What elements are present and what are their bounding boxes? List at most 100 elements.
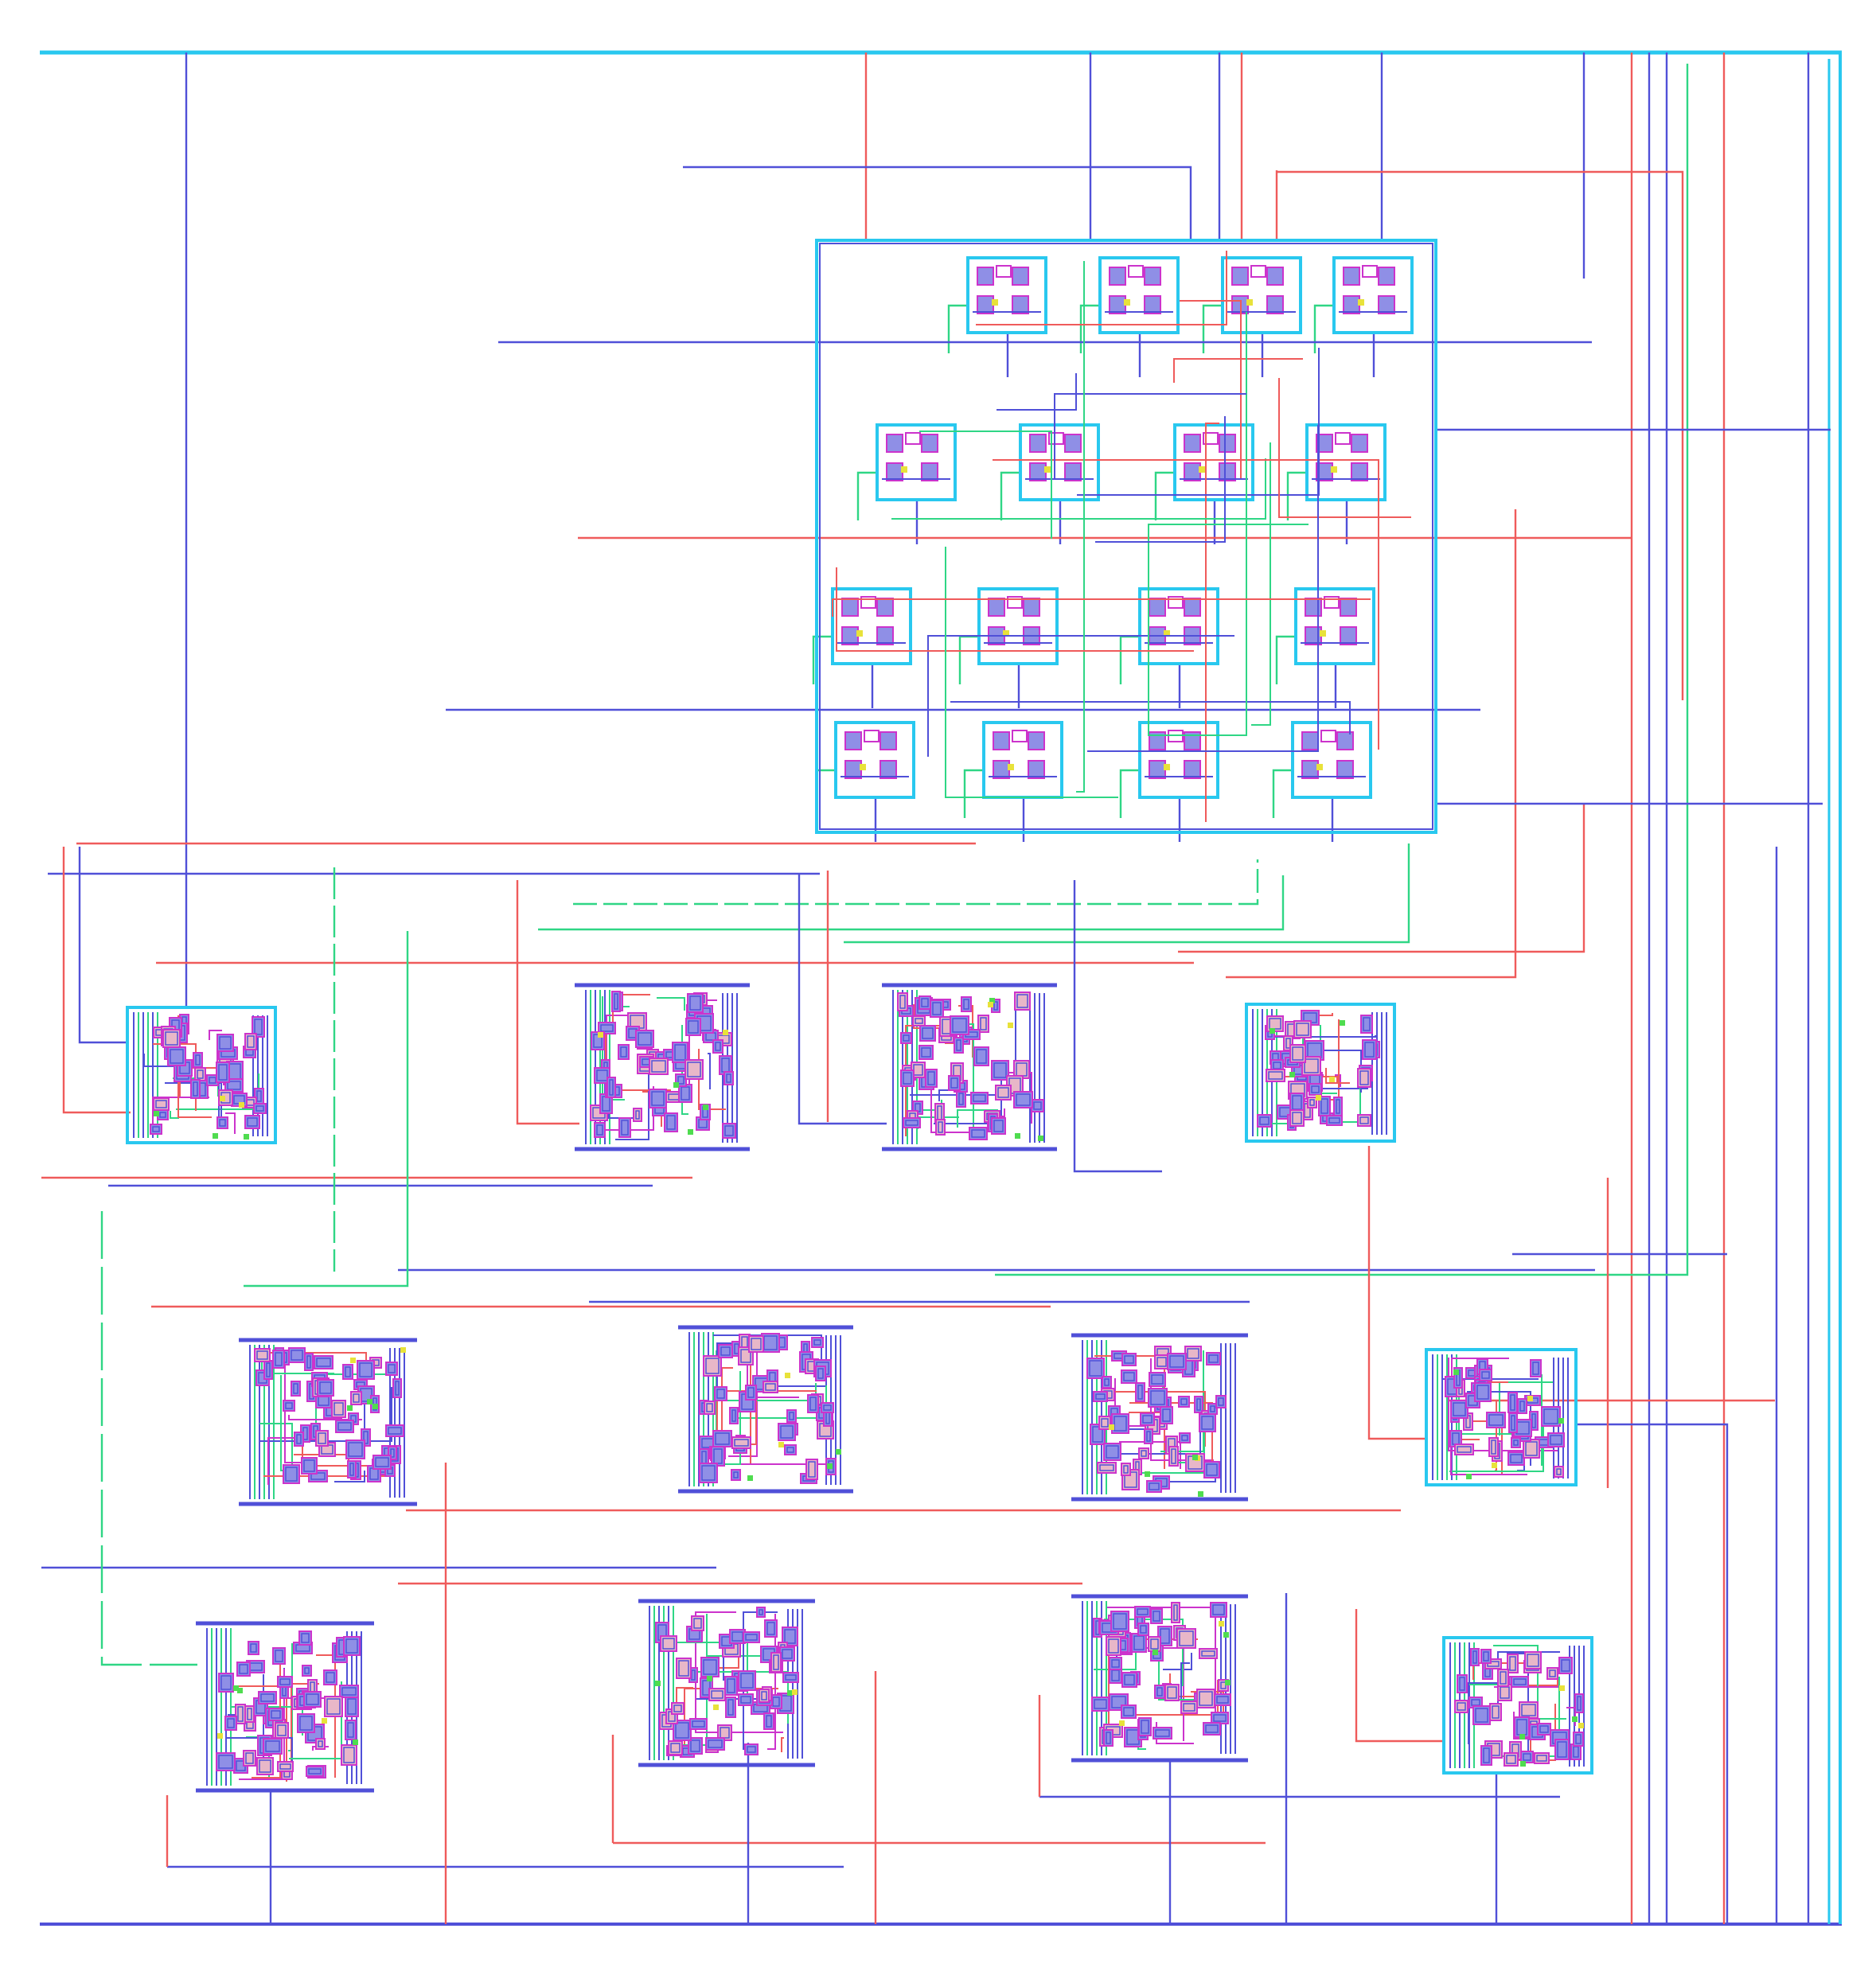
transistor-gate: [345, 1638, 358, 1654]
transistor-gate: [1106, 1445, 1119, 1459]
transistor-gate: [1575, 1734, 1582, 1744]
transistor-gate: [245, 1752, 254, 1764]
transistor-gate: [1543, 1408, 1558, 1424]
global-routed-net: [62, 847, 131, 1114]
array-cell-1: [966, 256, 1047, 334]
contact: [1289, 1072, 1295, 1077]
cell-internal-wire: [930, 1087, 981, 1133]
block-internal-wire: [1076, 261, 1085, 793]
transistor: [1488, 1437, 1499, 1457]
transistor-gate: [635, 1110, 640, 1120]
transistor: [676, 1658, 692, 1679]
transistor-gate: [600, 1024, 614, 1032]
transistor: [993, 731, 1010, 750]
transistor-gate: [766, 1622, 775, 1635]
transistor-gate: [1292, 1046, 1304, 1061]
cell-boundary: [126, 1006, 277, 1144]
array-local-wire: [1202, 304, 1223, 353]
transistor: [1507, 1392, 1518, 1413]
contact: [1124, 299, 1130, 306]
transistor-gate: [950, 1077, 958, 1089]
transistor-gate: [359, 1362, 372, 1377]
contact: [1520, 1761, 1526, 1767]
transistor: [921, 462, 938, 481]
transistor: [977, 267, 994, 286]
transistor-gate: [932, 1002, 942, 1015]
transistor-gate: [247, 1035, 255, 1048]
transistor: [685, 1018, 701, 1036]
logic-cell-12: [1442, 1636, 1593, 1775]
transistor: [1106, 1636, 1121, 1656]
transistor: [1110, 1611, 1129, 1632]
cell-internal-wire: [1163, 1653, 1192, 1670]
transistor-gate: [740, 1349, 751, 1363]
transistor: [900, 1069, 915, 1087]
transistor-gate: [1142, 1415, 1153, 1424]
transistor-gate: [687, 1062, 701, 1077]
contact: [1578, 1723, 1584, 1728]
transistor-gate: [766, 1715, 772, 1728]
transistor-gate: [308, 1768, 322, 1775]
transistor-gate: [1094, 1699, 1107, 1709]
block-internal-wire: [1095, 416, 1226, 543]
transistor: [1357, 1068, 1371, 1088]
transistor: [731, 1469, 741, 1481]
transistor: [1086, 1358, 1105, 1379]
transistor-gate: [809, 1397, 817, 1411]
contact: [1153, 1650, 1158, 1655]
contact: [1559, 1685, 1565, 1691]
transistor-gate: [256, 1090, 262, 1102]
transistor: [1351, 462, 1368, 481]
transistor-gate: [326, 1672, 335, 1683]
transistor-gate: [780, 1425, 794, 1439]
transistor-gate: [291, 1350, 303, 1361]
block-internal-wire: [1087, 425, 1319, 752]
transistor-gate: [1108, 1638, 1119, 1654]
transistor-gate: [1149, 1482, 1160, 1490]
transistor-gate: [1099, 1464, 1114, 1471]
array-cell-5: [876, 423, 957, 501]
transistor-gate: [170, 1049, 184, 1064]
transistor-gate: [751, 1338, 762, 1350]
via: [1203, 432, 1219, 445]
transistor: [672, 1042, 688, 1063]
block-internal-wire: [976, 251, 1227, 325]
transistor-gate: [1475, 1708, 1488, 1723]
transistor-gate: [785, 1674, 797, 1681]
transistor-gate: [921, 998, 929, 1007]
transistor: [921, 434, 938, 453]
transistor-gate: [296, 1434, 302, 1444]
transistor: [954, 1037, 964, 1054]
transistor: [244, 1705, 255, 1723]
contact: [233, 1685, 239, 1691]
transistor: [841, 626, 859, 645]
via: [1324, 596, 1340, 609]
transistor-gate: [277, 1724, 287, 1736]
global-routed-net: [1367, 1146, 1426, 1440]
transistor-gate: [193, 1081, 198, 1097]
transistor: [256, 1757, 274, 1775]
contact: [1572, 1716, 1578, 1722]
transistor-gate: [1199, 1691, 1213, 1706]
transistor: [1171, 1602, 1180, 1623]
transistor-gate: [1181, 1435, 1188, 1441]
transistor: [315, 1738, 326, 1750]
transistor-gate: [319, 1381, 332, 1394]
cell-boundary: [1425, 1348, 1578, 1486]
cell-internal-wire: [1325, 1068, 1350, 1084]
transistor: [1351, 434, 1368, 453]
transistor-gate: [1506, 1755, 1516, 1764]
contact: [154, 1111, 159, 1116]
transistor: [973, 1046, 989, 1066]
transistor: [1316, 434, 1333, 453]
array-cell-4: [1332, 256, 1414, 334]
transistor-gate: [706, 1403, 713, 1412]
global-routed-net: [683, 166, 1192, 239]
transistor-gate: [915, 1018, 923, 1024]
transistor-gate: [1114, 1416, 1127, 1432]
array-cell-14: [982, 721, 1063, 799]
transistor-gate: [1523, 1753, 1531, 1761]
transistor: [301, 1457, 318, 1475]
transistor: [1102, 1376, 1112, 1389]
transistor: [1029, 462, 1047, 481]
